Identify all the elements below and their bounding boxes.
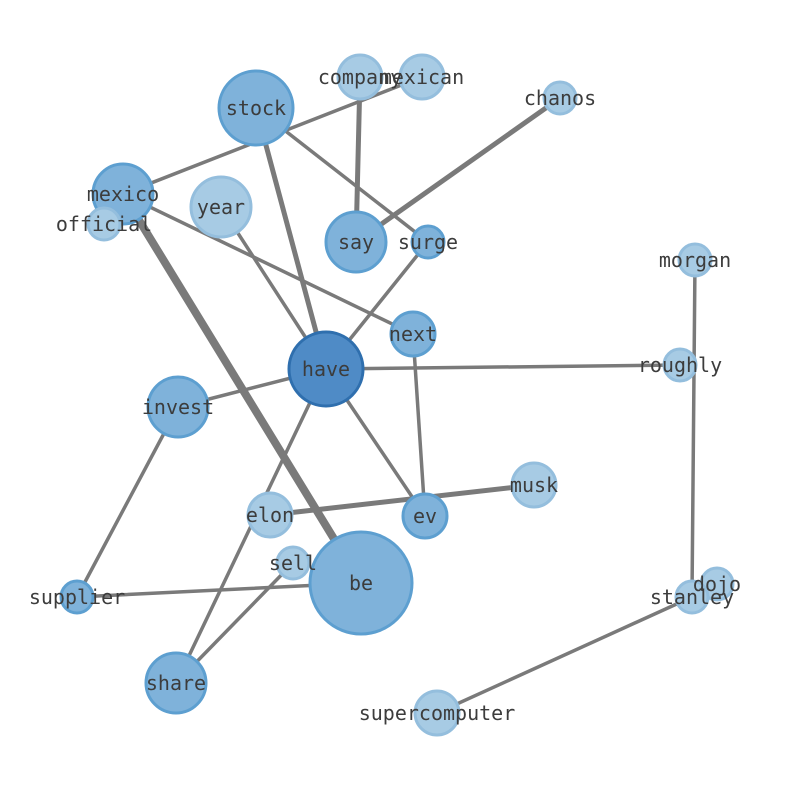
node-label-surge: surge	[398, 230, 458, 254]
node-label-supplier: supplier	[29, 585, 125, 609]
node-company[interactable]	[336, 53, 384, 101]
edge-next-ev	[411, 332, 427, 518]
edge-stock-have	[253, 105, 329, 372]
node-be[interactable]	[308, 530, 414, 636]
edge-chanos-say	[353, 95, 563, 245]
node-label-mexican: mexican	[380, 65, 464, 89]
node-supercomputer[interactable]	[413, 689, 461, 737]
node-have[interactable]	[287, 330, 365, 408]
node-official[interactable]	[86, 206, 122, 242]
node-invest[interactable]	[146, 375, 210, 439]
node-label-say: say	[338, 230, 374, 254]
node-share[interactable]	[144, 651, 208, 715]
node-label-supercomputer: supercomputer	[359, 701, 516, 725]
edge-have-roughly	[324, 363, 682, 371]
node-label-elon: elon	[246, 503, 294, 527]
node-label-next: next	[389, 322, 437, 346]
node-elon[interactable]	[246, 491, 294, 539]
node-label-stanley: stanley	[650, 585, 734, 609]
node-stock[interactable]	[217, 69, 295, 147]
node-say[interactable]	[324, 210, 388, 274]
node-label-year: year	[197, 195, 245, 219]
node-label-morgan: morgan	[659, 248, 731, 272]
edge-mexico-be	[119, 190, 365, 587]
node-sell[interactable]	[275, 545, 311, 581]
node-mexican[interactable]	[398, 53, 446, 101]
node-label-sell: sell	[269, 551, 317, 575]
node-label-ev: ev	[413, 504, 437, 528]
node-label-stock: stock	[226, 96, 286, 120]
node-label-invest: invest	[142, 395, 214, 419]
node-label-official: official	[56, 212, 152, 236]
node-label-company: company	[318, 65, 402, 89]
node-next[interactable]	[389, 310, 437, 358]
node-label-mexico: mexico	[87, 182, 159, 206]
edge-stanley-supercomputer	[435, 595, 694, 715]
node-chanos[interactable]	[542, 80, 578, 116]
node-label-chanos: chanos	[524, 86, 596, 110]
node-label-roughly: roughly	[638, 353, 722, 377]
node-layer	[59, 53, 735, 737]
edge-musk-elon	[267, 482, 537, 518]
edge-mexico-next	[121, 192, 415, 336]
node-morgan[interactable]	[677, 242, 713, 278]
node-label-share: share	[146, 671, 206, 695]
node-supplier[interactable]	[59, 579, 95, 615]
edge-invest-supplier	[75, 405, 180, 599]
node-label-have: have	[302, 357, 350, 381]
node-roughly[interactable]	[662, 347, 698, 383]
node-ev[interactable]	[401, 492, 449, 540]
node-year[interactable]	[189, 175, 253, 239]
node-label-dojo: dojo	[693, 572, 741, 596]
node-label-be: be	[349, 571, 373, 595]
node-musk[interactable]	[510, 461, 558, 509]
node-stanley[interactable]	[674, 579, 710, 615]
node-label-musk: musk	[510, 473, 558, 497]
node-surge[interactable]	[410, 224, 446, 260]
edge-morgan-stanley	[690, 258, 697, 599]
